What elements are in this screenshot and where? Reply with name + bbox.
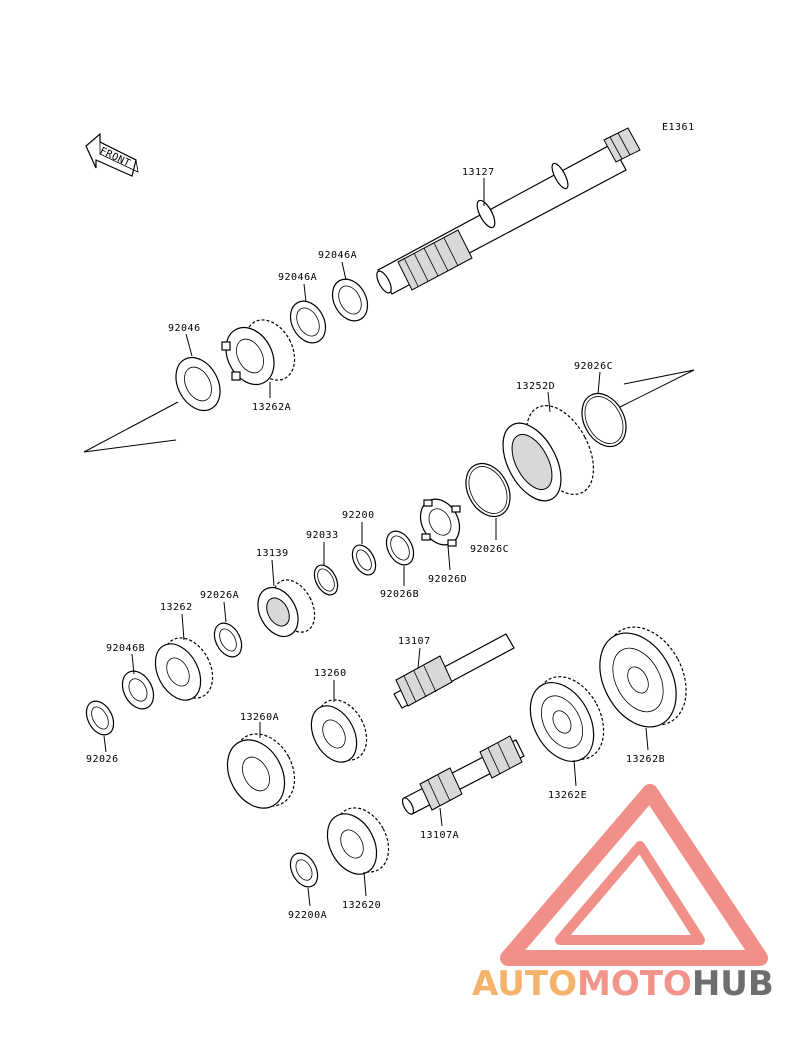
bearing-92046A-lower <box>289 300 327 344</box>
label-92046: 92046 <box>168 323 201 334</box>
gear-13260 <box>310 699 368 763</box>
label-13262B: 13262B <box>626 754 665 765</box>
label-92026C-low: 92026C <box>470 544 509 555</box>
front-arrow-icon: FRONT <box>85 132 139 177</box>
main-shaft-13127 <box>376 127 641 295</box>
watermark-hub: HUB <box>692 964 774 1004</box>
circlip-92026C-upper <box>581 392 627 448</box>
label-92026: 92026 <box>86 754 119 765</box>
label-13107: 13107 <box>398 636 431 647</box>
washer-92200A <box>289 852 319 888</box>
gear-13262A <box>221 319 296 386</box>
label-132620: 132620 <box>342 900 381 911</box>
washer-92026D <box>419 498 461 547</box>
gear-132620 <box>326 807 390 875</box>
label-92026C-top: 92026C <box>574 361 613 372</box>
washer-92026B <box>385 530 415 566</box>
gear-13139 <box>257 579 316 638</box>
bearing-92046A-upper <box>331 278 369 322</box>
label-13260: 13260 <box>314 668 347 679</box>
label-92033: 92033 <box>306 530 339 541</box>
circlip-92033 <box>313 564 339 596</box>
label-92046B: 92046B <box>106 643 145 654</box>
label-13107A: 13107A <box>420 830 459 841</box>
gear-13252D <box>502 405 595 502</box>
label-13260A: 13260A <box>240 712 279 723</box>
washer-92200 <box>351 544 377 576</box>
gear-13262E <box>529 676 605 762</box>
drive-shaft-13107 <box>393 633 515 709</box>
washer-92026 <box>85 700 115 736</box>
label-92200A: 92200A <box>288 910 327 921</box>
watermark-moto: MOTO <box>577 964 692 1004</box>
automotohub-logo <box>500 784 768 966</box>
label-13139: 13139 <box>256 548 289 559</box>
label-92026D: 92026D <box>428 574 467 585</box>
washer-92026A <box>213 622 243 658</box>
label-92200: 92200 <box>342 510 375 521</box>
label-92046A-top: 92046A <box>318 250 357 261</box>
circlip-92026C-lower <box>465 462 511 518</box>
watermark-auto: AUTO <box>472 964 577 1004</box>
bearing-92046 <box>175 356 221 412</box>
label-13127: 13127 <box>462 167 495 178</box>
label-13252D: 13252D <box>516 381 555 392</box>
bearing-92046B <box>121 670 155 710</box>
label-92026B: 92026B <box>380 589 419 600</box>
gear-13260A <box>226 733 296 809</box>
watermark-text: AUTOMOTOHUB <box>472 964 774 1004</box>
label-13262A: 13262A <box>252 402 291 413</box>
shaft-13107A <box>401 735 525 815</box>
label-92026A: 92026A <box>200 590 239 601</box>
gear-13262B <box>599 626 687 728</box>
label-92046A-mid: 92046A <box>278 272 317 283</box>
label-13262E: 13262E <box>548 790 587 801</box>
gear-13262 <box>154 637 214 701</box>
diagram-code: E1361 <box>662 122 695 133</box>
label-13262: 13262 <box>160 602 193 613</box>
